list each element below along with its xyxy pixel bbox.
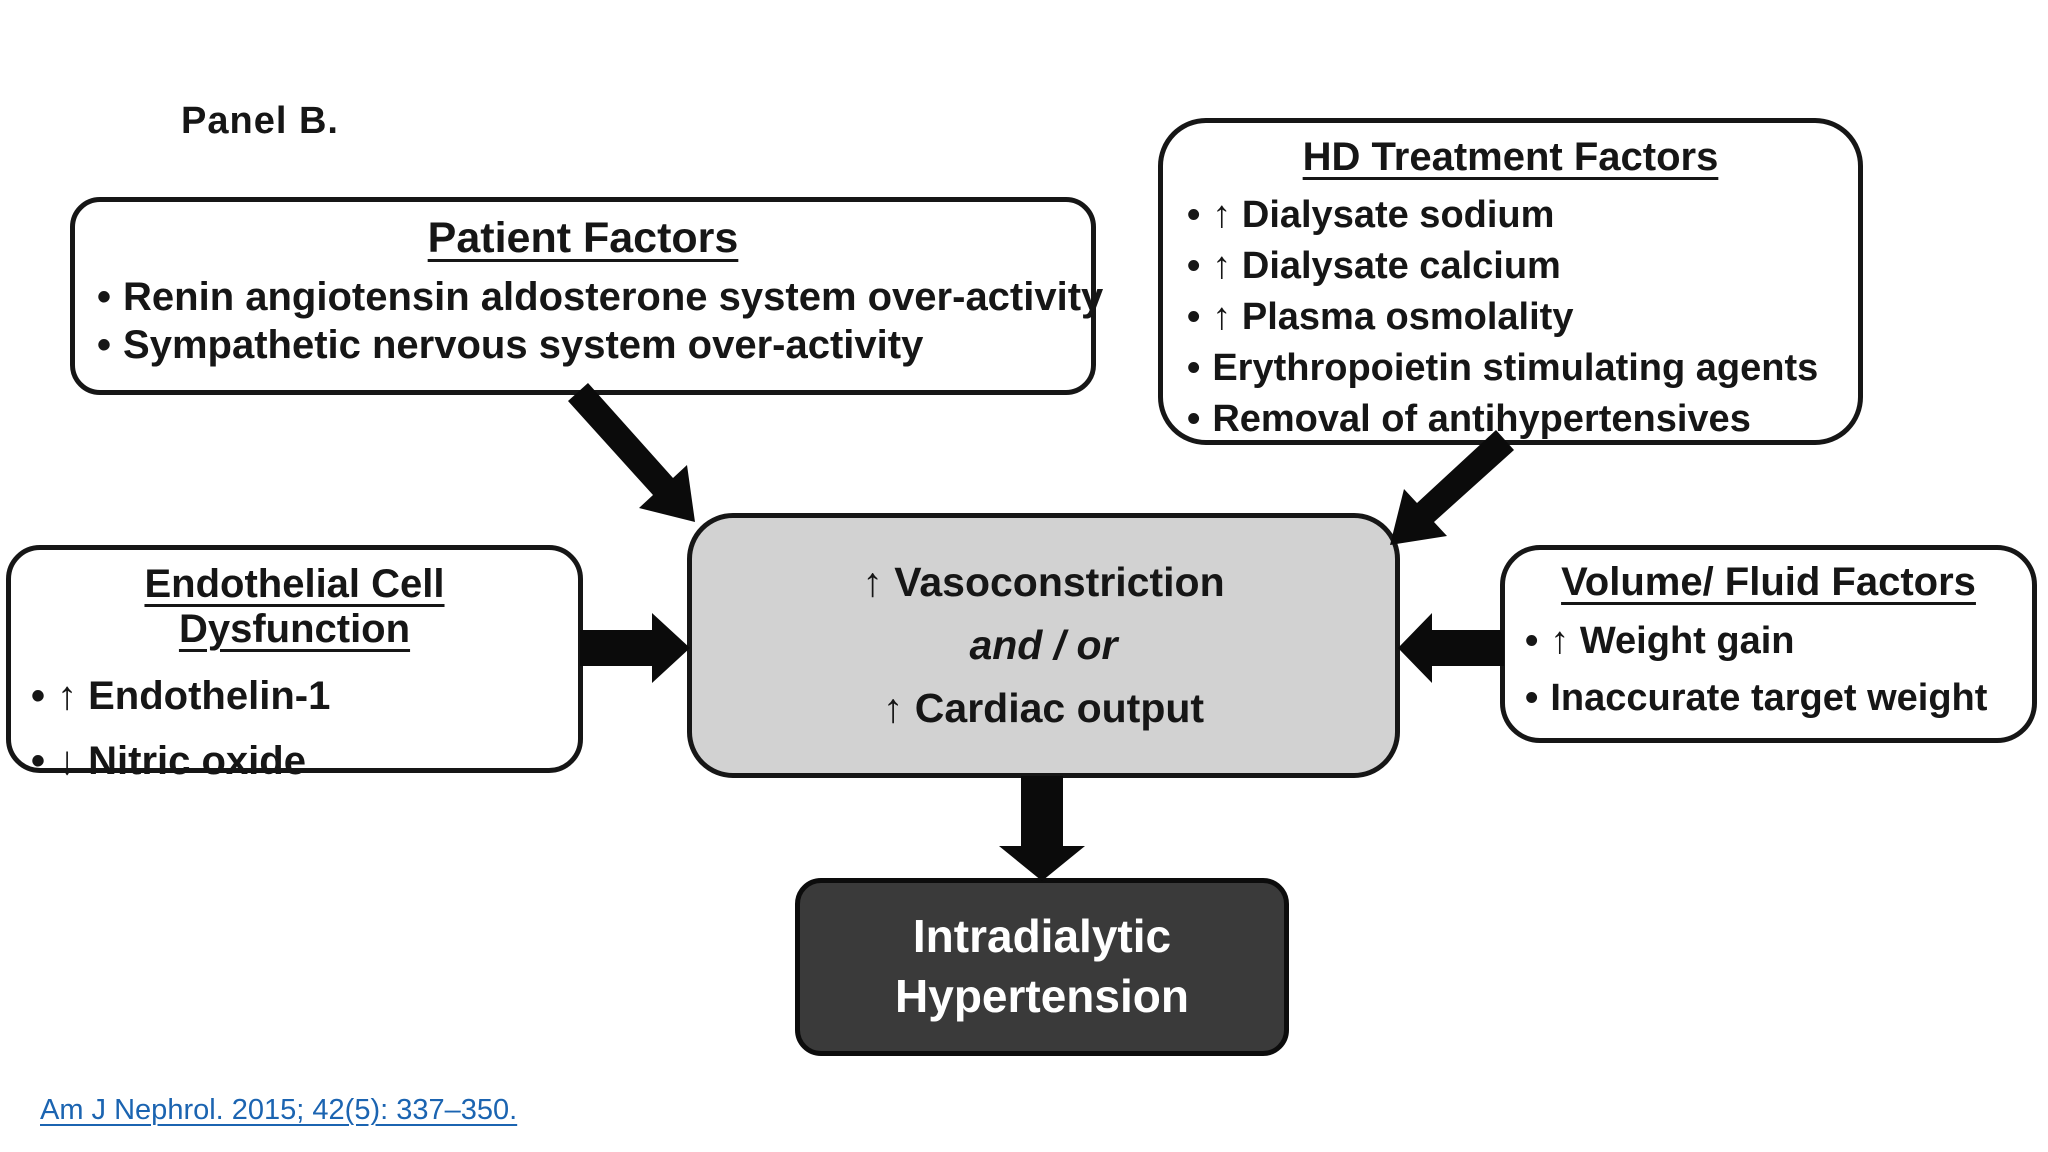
- volume-fluid-factors-box: Volume/ Fluid Factors • ↑ Weight gain • In…: [1500, 545, 2037, 743]
- arrow-patient-to-central: [568, 383, 695, 522]
- intradialytic-hypertension-box: Intradialytic Hypertension: [795, 878, 1289, 1056]
- endothelial-dysfunction-title: Endothelial Cell Dysfunction: [144, 562, 445, 651]
- bullet-glyph: •: [97, 275, 112, 319]
- list-item: • ↑ Dialysate calcium: [1187, 241, 1834, 292]
- hd-item-4: Erythropoietin stimulating agents: [1212, 346, 1819, 389]
- list-item: •Sympathetic nervous system over-activit…: [97, 321, 1073, 369]
- outcome-line-1: Intradialytic: [912, 910, 1172, 963]
- endothelial-dysfunction-box: Endothelial Cell Dysfunction •↑ Endothel…: [6, 545, 583, 783]
- hd-treatment-factors-title: HD Treatment Factors: [1302, 135, 1719, 179]
- patient-factors-box: Patient Factors •Renin angiotensin aldos…: [70, 197, 1103, 395]
- arrow-hd-to-central: [1390, 430, 1514, 545]
- list-item: •Renin angiotensin aldosterone system ov…: [97, 273, 1103, 321]
- hd-item-3: ↑ Plasma osmolality: [1212, 295, 1574, 338]
- list-item: • ↑ Dialysate sodium: [1187, 190, 1834, 241]
- central-line-cardiac-output: ↑ Cardiac output: [882, 685, 1205, 731]
- hd-treatment-factors-box: HD Treatment Factors • ↑ Dialysate sodium…: [1158, 118, 1863, 445]
- bullet-glyph: •: [1187, 295, 1201, 338]
- list-item: •↑ Endothelin-1: [31, 664, 558, 729]
- arrow-central-to-outcome: [999, 776, 1085, 881]
- patient-factors-title: Patient Factors: [427, 214, 739, 262]
- volume-fluid-factors-title: Volume/ Fluid Factors: [1561, 560, 1976, 604]
- panel-label: Panel B.: [181, 100, 339, 142]
- bullet-glyph: •: [1525, 620, 1539, 662]
- list-item: •↓ Nitric oxide: [31, 729, 558, 794]
- list-item: • ↑ Plasma osmolality: [1187, 292, 1834, 343]
- endothelial-item-1: ↑ Endothelin-1: [57, 674, 331, 718]
- citation-link[interactable]: Am J Nephrol. 2015; 42(5): 337–350.: [40, 1094, 518, 1126]
- list-item: • Erythropoietin stimulating agents: [1187, 343, 1834, 394]
- list-item: • Removal of antihypertensives: [1187, 394, 1834, 445]
- bullet-glyph: •: [1187, 397, 1201, 440]
- arrow-volume-to-central: [1398, 613, 1504, 683]
- list-item: • ↑ Weight gain: [1525, 613, 2012, 670]
- arrow-endothelial-to-central: [580, 613, 690, 683]
- endothelial-item-2: ↓ Nitric oxide: [57, 738, 306, 783]
- bullet-glyph: •: [1187, 194, 1201, 236]
- hd-item-1: ↑ Dialysate sodium: [1212, 194, 1555, 236]
- patient-item-2: Sympathetic nervous system over-activity: [123, 323, 924, 367]
- hd-item-5: Removal of antihypertensives: [1212, 397, 1751, 440]
- bullet-glyph: •: [97, 323, 112, 367]
- volume-item-1: ↑ Weight gain: [1550, 620, 1795, 662]
- bullet-glyph: •: [1187, 346, 1201, 389]
- patient-item-1: Renin angiotensin aldosterone system ove…: [123, 275, 1104, 319]
- volume-item-2: Inaccurate target weight: [1550, 677, 1988, 719]
- outcome-line-2: Hypertension: [895, 970, 1189, 1022]
- central-line-vasoconstriction: ↑ Vasoconstriction: [862, 559, 1225, 605]
- bullet-glyph: •: [1525, 677, 1539, 719]
- bullet-glyph: •: [31, 738, 46, 783]
- hd-item-2: ↑ Dialysate calcium: [1212, 244, 1561, 287]
- central-line-and-or: and / or: [969, 622, 1118, 668]
- list-item: • Inaccurate target weight: [1525, 670, 2012, 727]
- bullet-glyph: •: [31, 674, 46, 718]
- central-consequence-box: ↑ Vasoconstriction and / or ↑ Cardiac ou…: [687, 513, 1400, 778]
- bullet-glyph: •: [1187, 244, 1201, 287]
